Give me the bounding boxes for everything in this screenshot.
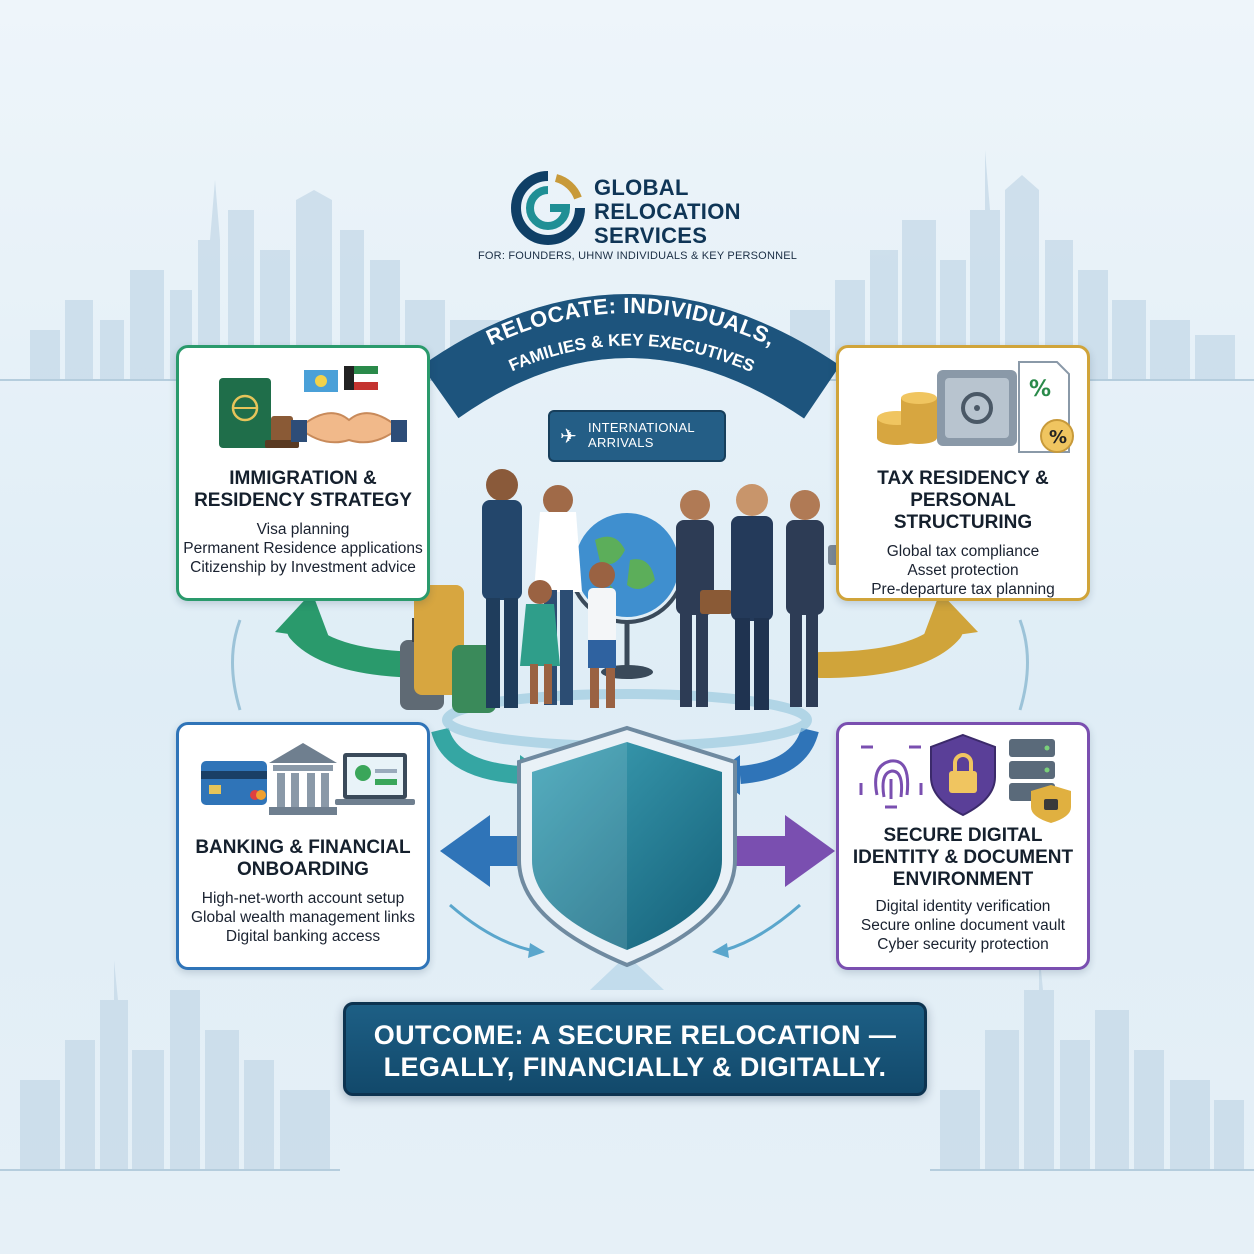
tax-icons: % % bbox=[839, 348, 1087, 468]
tax-item: Asset protection bbox=[907, 562, 1019, 579]
globe-icon bbox=[568, 513, 686, 679]
fingerprint-icon bbox=[859, 745, 923, 809]
brand-name-line-3: SERVICES bbox=[594, 223, 708, 248]
padlock-shield-icon bbox=[930, 733, 996, 817]
security-title: SECURE DIGITAL IDENTITY & DOCUMENT ENVIR… bbox=[839, 825, 1087, 891]
coins-icon bbox=[877, 392, 937, 445]
tax-item: Global tax compliance bbox=[886, 543, 1040, 560]
brand-tagline: FOR: FOUNDERS, UHNW INDIVIDUALS & KEY PE… bbox=[478, 250, 798, 262]
outcome-banner: OUTCOME: A SECURE RELOCATION — LEGALLY, … bbox=[343, 1002, 927, 1096]
handshake-icon bbox=[291, 412, 407, 444]
logo-mark-icon bbox=[511, 171, 585, 245]
bank-icon bbox=[269, 743, 337, 815]
security-item: Secure online document vault bbox=[860, 917, 1066, 934]
immigration-card: IMMIGRATION & RESIDENCY STRATEGY Visa pl… bbox=[176, 345, 430, 601]
banking-title-line-1: BANKING & FINANCIAL bbox=[195, 837, 411, 858]
credit-card-icon bbox=[201, 761, 267, 805]
outcome-line-2: LEGALLY, FINANCIALLY & DIGITALLY. bbox=[383, 1052, 887, 1082]
security-icons bbox=[839, 725, 1087, 825]
brand-name: GLOBAL RELOCATION SERVICES bbox=[594, 176, 814, 248]
immigration-item: Citizenship by Investment advice bbox=[190, 559, 416, 576]
tax-card: % % TAX RESIDENCY & PERSONAL STRUCTURING… bbox=[836, 345, 1090, 601]
server-icon bbox=[1009, 739, 1071, 823]
banking-item: Digital banking access bbox=[225, 928, 381, 945]
airplane-icon: ✈ bbox=[560, 424, 577, 448]
banking-title-line-2: ONBOARDING bbox=[237, 859, 369, 880]
banking-item: High-net-worth account setup bbox=[201, 890, 405, 907]
brand-logo: GLOBAL RELOCATION SERVICES bbox=[510, 170, 810, 270]
security-title-line-3: ENVIRONMENT bbox=[892, 869, 1034, 890]
arrivals-line-2: ARRIVALS bbox=[588, 435, 654, 450]
security-item: Digital identity verification bbox=[875, 898, 1051, 915]
tax-title: TAX RESIDENCY & PERSONAL STRUCTURING bbox=[839, 468, 1087, 534]
brand-name-line-1: GLOBAL bbox=[594, 175, 689, 200]
stamp-icon bbox=[265, 416, 299, 448]
banking-card: BANKING & FINANCIAL ONBOARDING High-net-… bbox=[176, 722, 430, 970]
passport-icon bbox=[219, 378, 271, 448]
international-arrivals-sign: ✈ INTERNATIONAL ARRIVALS bbox=[548, 410, 726, 462]
security-item: Cyber security protection bbox=[877, 936, 1049, 953]
arrivals-line-1: INTERNATIONAL bbox=[588, 420, 695, 435]
family-people-illustration bbox=[400, 469, 616, 713]
immigration-title-line-2: RESIDENCY STRATEGY bbox=[194, 490, 412, 511]
outcome-line-1: OUTCOME: A SECURE RELOCATION — bbox=[373, 1020, 897, 1050]
brand-name-line-2: RELOCATION bbox=[594, 199, 741, 224]
tax-title-line-1: TAX RESIDENCY & bbox=[877, 468, 1049, 489]
banking-title: BANKING & FINANCIAL ONBOARDING bbox=[179, 837, 427, 881]
security-title-line-1: SECURE DIGITAL bbox=[883, 825, 1043, 846]
relocate-banner: RELOCATE: INDIVIDUALS, FAMILIES & KEY EX… bbox=[421, 293, 840, 419]
flags-icon bbox=[304, 366, 378, 392]
safe-icon bbox=[937, 370, 1017, 446]
banking-item: Global wealth management links bbox=[190, 909, 415, 926]
immigration-item: Visa planning bbox=[256, 521, 350, 538]
executives-people-illustration bbox=[676, 484, 856, 710]
security-title-line-2: IDENTITY & DOCUMENT bbox=[852, 847, 1074, 868]
security-card: SECURE DIGITAL IDENTITY & DOCUMENT ENVIR… bbox=[836, 722, 1090, 970]
arrow-to-tax bbox=[807, 592, 978, 678]
immigration-title: IMMIGRATION & RESIDENCY STRATEGY bbox=[179, 468, 427, 512]
tax-item: Pre-departure tax planning bbox=[871, 581, 1055, 598]
immigration-title-line-1: IMMIGRATION & bbox=[229, 468, 377, 489]
svg-text:%: % bbox=[1049, 427, 1067, 448]
shield-icon bbox=[517, 725, 737, 990]
immigration-item: Permanent Residence applications bbox=[183, 540, 423, 557]
tax-title-line-2: PERSONAL STRUCTURING bbox=[893, 490, 1033, 533]
tax-document-icon: % % bbox=[1018, 361, 1074, 453]
immigration-icons bbox=[179, 348, 427, 468]
laptop-icon bbox=[335, 753, 415, 805]
banking-icons bbox=[179, 725, 427, 837]
svg-text:%: % bbox=[1029, 377, 1051, 402]
